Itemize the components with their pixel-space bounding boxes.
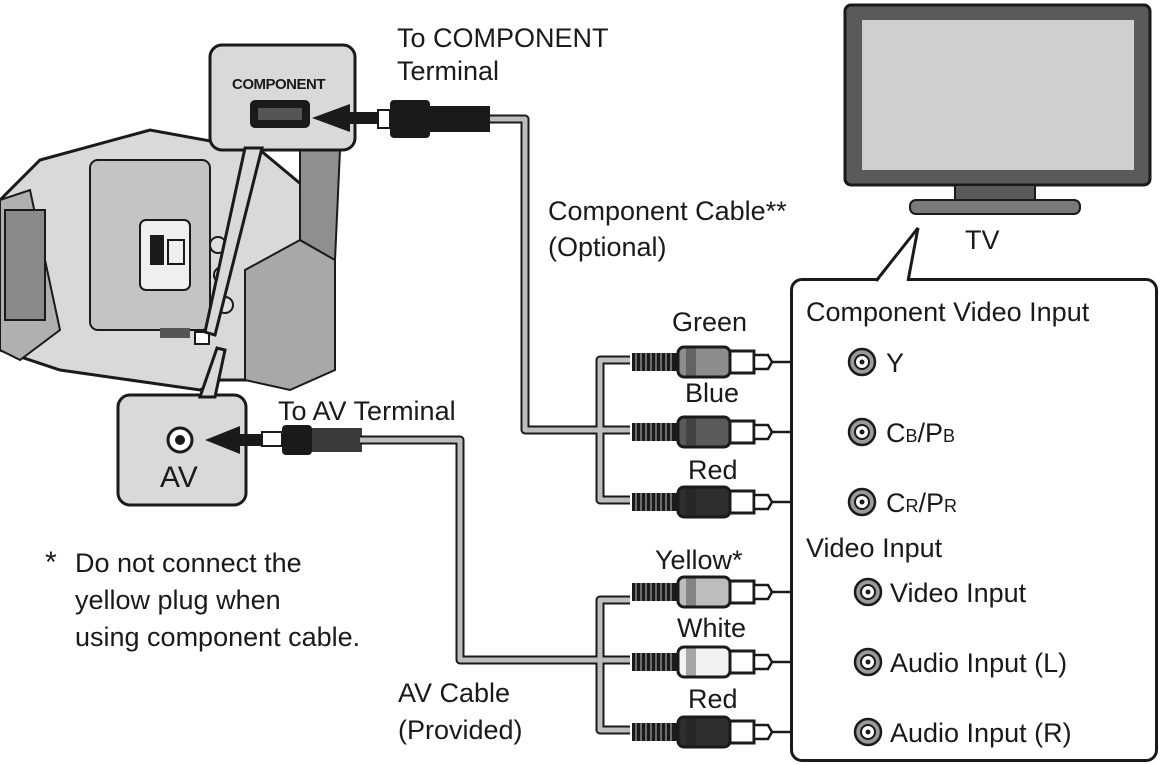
rca-jack-icon: [853, 717, 883, 747]
footnote-mark: *: [45, 546, 57, 579]
rca-jack-icon: [853, 577, 883, 607]
tv-label: TV: [965, 225, 1000, 255]
component-port-text: COMPONENT: [232, 76, 326, 93]
rca-plug-icon: [632, 485, 848, 519]
av-cable-label: AV Cable: [398, 678, 511, 708]
video-input-heading: Video Input: [806, 533, 943, 563]
rca-jack-icon: [847, 487, 877, 517]
input-label-audio-r: Audio Input (R): [890, 718, 1072, 748]
input-label-cb: CB/PB: [886, 418, 956, 448]
plug-color-label: Red: [688, 455, 738, 485]
av-arrow-icon: [205, 426, 262, 454]
component-video-input-heading: Component Video Input: [806, 297, 1090, 327]
rca-jack-icon: [853, 647, 883, 677]
input-label-video: Video Input: [890, 578, 1027, 608]
av-plug-icon: [261, 425, 362, 455]
plug-color-label: White: [677, 613, 747, 643]
av-terminal-label: To AV Terminal: [278, 396, 456, 426]
av-port-text: AV: [160, 461, 198, 494]
plug-color-label: Red: [688, 684, 738, 714]
input-label-audio-l: Audio Input (L): [890, 648, 1068, 678]
plug-color-label: Green: [672, 307, 748, 337]
footnote-line: yellow plug when: [75, 585, 281, 615]
av-cable-note: (Provided): [398, 715, 523, 745]
input-label-y: Y: [886, 348, 905, 378]
component-arrow-icon: [312, 104, 378, 132]
rca-jack-icon: [847, 347, 877, 377]
component-cable-note: (Optional): [548, 232, 667, 262]
component-plug-icon: [377, 100, 490, 138]
rca-plug-icon: [632, 715, 854, 749]
input-label-cr: CR/PR: [886, 488, 958, 518]
plug-color-label: Blue: [685, 378, 740, 408]
component-cable-label: Component Cable**: [548, 196, 787, 226]
av-port-callout: [116, 346, 248, 507]
plug-color-label: Yellow*: [655, 545, 743, 575]
footnote-line: using component cable.: [75, 622, 361, 652]
rca-plug-icon: [632, 645, 854, 679]
component-port-callout: [203, 43, 357, 337]
footnote-line: Do not connect the: [75, 548, 302, 578]
component-terminal-label: To COMPONENT Terminal: [397, 23, 609, 86]
rca-jack-icon: [847, 417, 877, 447]
tv-illustration: [843, 3, 1152, 215]
